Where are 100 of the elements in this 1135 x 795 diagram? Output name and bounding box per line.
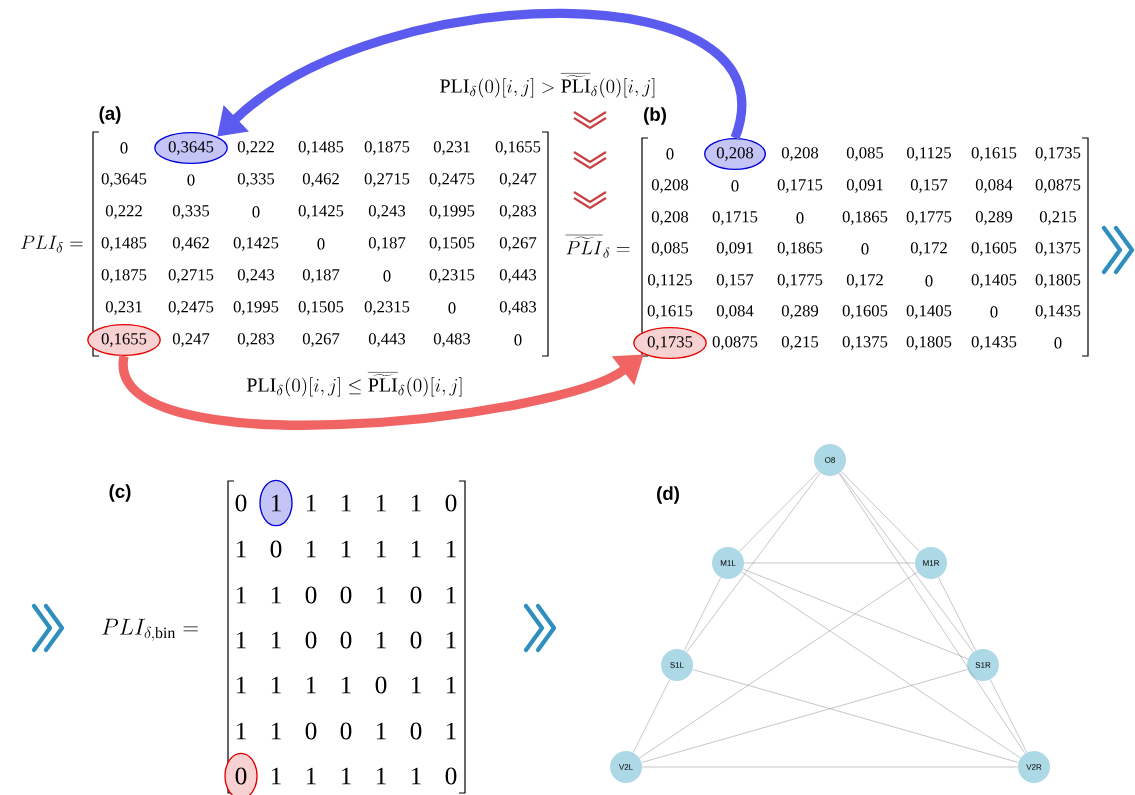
matrix-entry: 0 <box>340 722 352 740</box>
matrix-entry: 0,1995 <box>233 301 279 315</box>
matrix-entry: 0,187 <box>368 237 406 251</box>
matrix-entry: 0,1605 <box>971 242 1017 256</box>
matrix-entry: 0,1865 <box>777 242 823 256</box>
graph-node: M1R <box>915 547 947 579</box>
matrix-entry: 0,1875 <box>364 141 410 155</box>
matrix-entry: 1 <box>376 631 386 649</box>
matrix-entry: 0,1435 <box>1035 305 1081 319</box>
matrix-entry: 1 <box>236 540 246 558</box>
matrix-entry: 1 <box>341 676 351 694</box>
panel-label: (a) <box>99 106 121 124</box>
matrix-entry: 0,283 <box>237 333 275 347</box>
highlighted-entry: 0 <box>224 752 258 795</box>
matrix-entry: 1 <box>376 540 386 558</box>
graph-edge <box>839 472 974 653</box>
graph-edge <box>841 471 920 552</box>
matrix-entry: 0 <box>252 206 260 218</box>
panel-label: (d) <box>657 486 679 504</box>
matrix-entry: 0,1995 <box>429 205 475 219</box>
matrix-entry: 0 <box>445 494 457 512</box>
matrix-entry: 0,1485 <box>298 141 344 155</box>
matrix-entry: 0,443 <box>499 269 537 283</box>
matrix-entry: 0,289 <box>781 305 819 319</box>
panel-label: (b) <box>644 107 666 125</box>
matrix-entry: 1 <box>376 722 386 740</box>
graph-edge <box>684 577 722 651</box>
graph-edge <box>686 472 821 653</box>
matrix-entry: 0,1405 <box>906 305 952 319</box>
matrix-entry: 0 <box>410 722 422 740</box>
matrix-entry: 0,1435 <box>971 336 1017 350</box>
matrix-entry: 1 <box>271 722 281 740</box>
matrix-entry: 0,1425 <box>233 237 279 251</box>
matrix-entry: 0,231 <box>433 141 470 155</box>
matrix-entry: 0,267 <box>302 333 340 347</box>
graph-edge <box>641 669 968 763</box>
matrix-entry: 1 <box>236 586 246 604</box>
matrix-entry: 0,215 <box>781 336 819 350</box>
matrix-entry: 0,483 <box>433 333 471 347</box>
matrix-entry: 0,243 <box>237 269 275 283</box>
matrix-entry: 0,157 <box>716 274 754 288</box>
matrix-entry: 0,335 <box>172 205 210 219</box>
matrix-entry: 1 <box>271 631 281 649</box>
matrix-entry: 0,3645 <box>101 173 147 187</box>
matrix-entry: 1 <box>306 676 316 694</box>
matrix-entry: 0,085 <box>846 147 884 161</box>
graph-edge <box>838 473 1026 754</box>
matrix-entry: 0,222 <box>105 205 142 219</box>
matrix-entry: 0,1605 <box>842 305 888 319</box>
matrix-entry: 0,172 <box>910 242 947 256</box>
graph-node: S1R <box>967 649 999 681</box>
highlighted-entry: 1 <box>259 479 293 527</box>
graph-edge <box>739 471 819 552</box>
matrix-entry: 0,462 <box>172 237 209 251</box>
matrix-entry: 1 <box>446 676 456 694</box>
matrix-formula: $\overline{\widetilde{PLI}}_{\delta} =$ <box>565 235 630 258</box>
matrix-entry: 0,091 <box>716 242 753 256</box>
matrix-entry: 0,1655 <box>495 141 541 155</box>
matrix-entry: 1 <box>446 586 456 604</box>
matrix-entry: 1 <box>236 631 246 649</box>
matrix-entry: 1 <box>341 767 351 785</box>
matrix-entry: 1 <box>376 494 386 512</box>
matrix-entry: 0,172 <box>846 274 883 288</box>
matrix-entry: 0,157 <box>910 179 948 193</box>
matrix-entry: 0,1775 <box>906 211 952 225</box>
matrix-entry: 0 <box>340 586 352 604</box>
matrix-entry: 0 <box>305 722 317 740</box>
matrix-entry: 0 <box>514 334 522 346</box>
matrix-entry: 0,084 <box>716 305 754 319</box>
matrix-entry: 0 <box>448 302 456 314</box>
matrix-entry: 0,2715 <box>168 269 214 283</box>
matrix-entry: 0,208 <box>651 179 689 193</box>
matrix-entry: 0,1405 <box>971 274 1017 288</box>
matrix-entry: 0,1805 <box>906 336 952 350</box>
matrix-entry: 0 <box>383 270 391 282</box>
matrix-entry: 0 <box>990 306 998 318</box>
matrix-entry: 1 <box>411 676 421 694</box>
matrix-entry: 0,1505 <box>298 301 344 315</box>
highlighted-entry: 0,3645 <box>154 132 228 164</box>
matrix-entry: 0 <box>410 631 422 649</box>
matrix-entry: 0,091 <box>846 179 883 193</box>
matrix-entry: 0,1775 <box>777 274 823 288</box>
matrix-entry: 0,2475 <box>429 173 475 187</box>
highlighted-entry: 0,1655 <box>87 324 161 356</box>
matrix-entry: 0,1805 <box>1035 274 1081 288</box>
matrix-entry: 0 <box>375 676 387 694</box>
matrix-entry: 0,267 <box>499 237 537 251</box>
matrix-entry: 0,1875 <box>101 269 147 283</box>
graph-edge <box>692 669 1019 763</box>
matrix-entry: 0,335 <box>237 173 275 187</box>
graph-edge <box>639 571 918 759</box>
matrix-entry: 0,0875 <box>1035 179 1081 193</box>
matrix-entry: 0,1715 <box>777 179 823 193</box>
graph-node: S1L <box>661 649 693 681</box>
matrix-entry: 0 <box>445 767 457 785</box>
matrix-entry: 1 <box>376 586 386 604</box>
highlighted-entry: 0,1735 <box>633 327 707 359</box>
matrix-entry: 0,208 <box>781 147 819 161</box>
matrix-entry: 0 <box>666 148 674 160</box>
graph-node: M1L <box>712 547 744 579</box>
